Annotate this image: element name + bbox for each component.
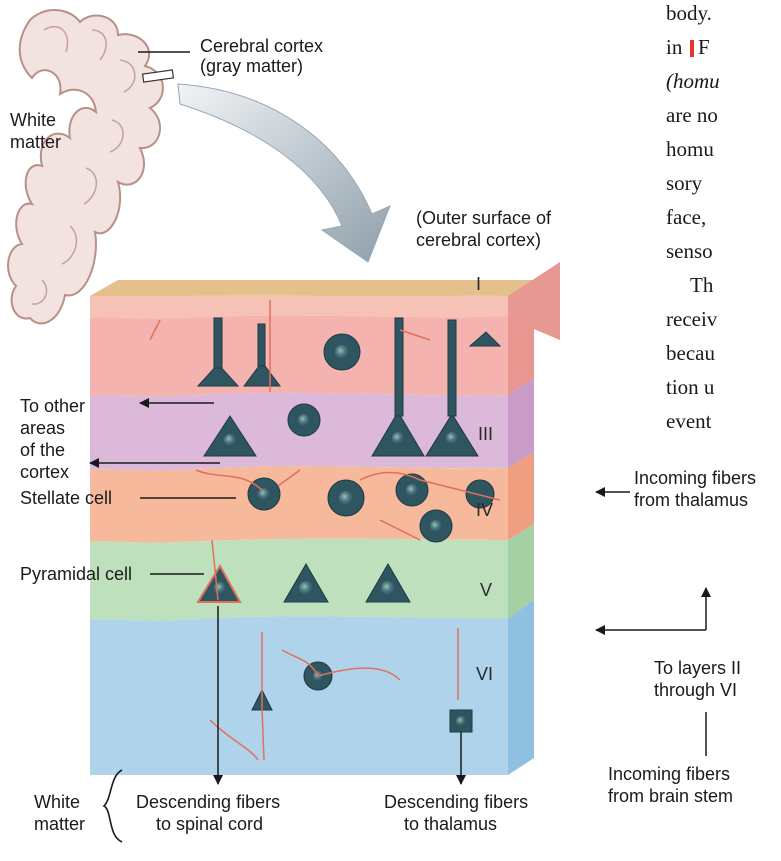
label-incoming-brainstem-1: Incoming fibers [608,764,730,784]
label-cortex-1: Cerebral cortex [200,36,323,56]
label-incoming-thalamus-1: Incoming fibers [634,468,756,488]
label-white-matter-bottom-1: White [34,792,80,812]
body-line: Th [690,273,714,297]
label-other-areas-1: To other [20,396,85,416]
body-line: (homu [666,69,720,93]
body-line: senso [666,239,713,263]
white-matter-brace [104,770,122,842]
label-to-layers-2: through VI [654,680,737,700]
body-line: are no [666,103,718,127]
layer-label-V: V [480,580,492,600]
body-line: homu [666,137,714,161]
label-other-areas-4: cortex [20,462,69,482]
brain-slice-illustration [8,10,173,323]
body-line: becau [666,341,715,365]
label-outer-surface-2: cerebral cortex) [416,230,541,250]
label-desc-spinal-2: to spinal cord [156,814,263,834]
label-desc-thalamus-1: Descending fibers [384,792,528,812]
label-outer-surface-1: (Outer surface of [416,208,552,228]
label-incoming-thalamus-2: from thalamus [634,490,748,510]
label-cortex-2: (gray matter) [200,56,303,76]
label-stellate-cell: Stellate cell [20,488,112,508]
label-white-matter-top-2: matter [10,132,61,152]
label-desc-spinal-1: Descending fibers [136,792,280,812]
body-text-fragment: body. in F (homu are no homu sory face, … [666,1,720,433]
body-line: tion u [666,375,715,399]
label-white-matter-top-1: White [10,110,56,130]
body-fig-ref: F [698,35,710,59]
body-line: sory [666,171,703,195]
layer-label-I: I [476,274,481,294]
label-other-areas-2: areas [20,418,65,438]
body-line: body. [666,1,712,25]
body-line: receiv [666,307,718,331]
label-pyramidal-cell: Pyramidal cell [20,564,132,584]
label-white-matter-bottom-2: matter [34,814,85,834]
label-other-areas-3: of the [20,440,65,460]
figure-ref-marker [690,40,694,57]
label-incoming-brainstem-2: from brain stem [608,786,733,806]
label-desc-thalamus-2: to thalamus [404,814,497,834]
layer-label-IV: IV [476,500,493,520]
layer-label-VI: VI [476,664,493,684]
label-to-layers-1: To layers II [654,658,741,678]
body-line: in [666,35,683,59]
body-line: face, [666,205,706,229]
zoom-arrow [178,84,390,262]
body-line: event [666,409,712,433]
layer-side-face [508,300,534,775]
layer-label-III: III [478,424,493,444]
